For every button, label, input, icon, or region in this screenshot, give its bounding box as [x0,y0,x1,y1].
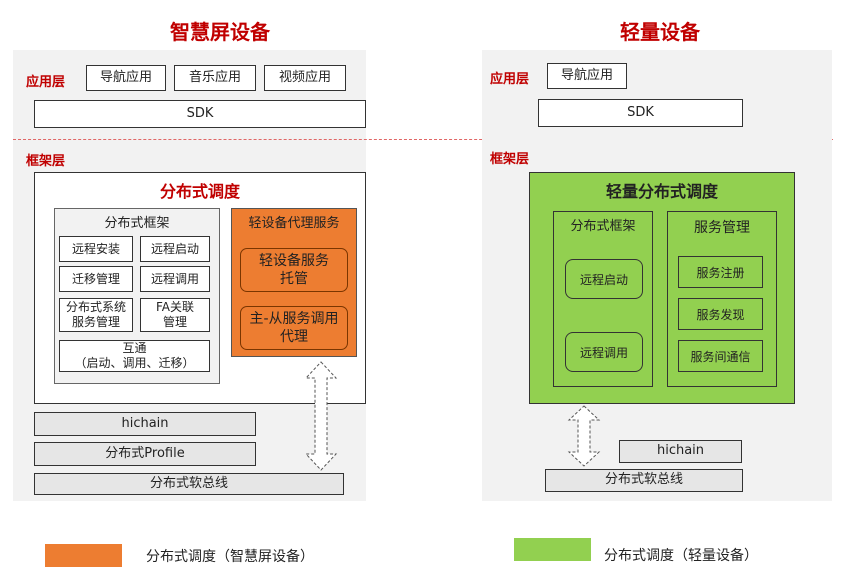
left-interop-line1: 互通 [122,341,147,355]
left-app-layer-label: 应用层 [26,75,66,90]
left-sdk: SDK [34,100,366,128]
left-hichain: hichain [34,412,256,436]
right-remote-start: 远程启动 [565,259,643,299]
left-proxy-hosting: 轻设备服务托管 [240,248,348,292]
right-remote-call: 远程调用 [565,332,643,372]
right-framework-title: 分布式框架 [570,219,636,234]
right-framework-box [553,211,653,387]
left-interop-line2: （启动、调用、迁移） [74,356,195,370]
right-double-arrow [567,405,601,467]
left-profile: 分布式Profile [34,442,256,466]
left-dist-sys-svc-mgmt: 分布式系统服务管理 [59,298,133,332]
right-softbus: 分布式软总线 [545,469,743,492]
left-interop: 互通 （启动、调用、迁移） [59,340,210,372]
right-service-register: 服务注册 [678,256,763,288]
left-app-video: 视频应用 [264,65,346,91]
left-title: 智慧屏设备 [170,20,270,44]
right-service-ipc: 服务间通信 [678,340,763,372]
legend-swatch-smartscreen [45,544,122,567]
right-scheduler-box [529,172,795,404]
right-app-nav: 导航应用 [547,63,627,89]
left-app-nav: 导航应用 [86,65,166,91]
left-app-music: 音乐应用 [174,65,256,91]
right-service-title: 服务管理 [694,220,750,236]
right-service-box [667,211,777,387]
right-title: 轻量设备 [620,20,700,44]
legend-label-lightweight: 分布式调度（轻量设备） [604,548,758,564]
left-proxy-call: 主-从服务调用代理 [240,306,348,350]
right-app-layer-label: 应用层 [490,72,530,87]
right-framework-label: 框架层 [490,152,530,167]
right-sdk: SDK [538,99,743,127]
left-proxy-title: 轻设备代理服务 [248,216,340,231]
left-scheduler-title: 分布式调度 [159,182,240,201]
right-service-discover: 服务发现 [678,298,763,330]
left-framework-title: 分布式框架 [104,216,170,231]
left-fa-assoc-mgmt: FA关联管理 [140,298,210,332]
right-hichain: hichain [619,440,742,463]
right-scheduler-title: 轻量分布式调度 [605,182,718,201]
left-framework-label: 框架层 [26,154,66,169]
left-migration-mgmt: 迁移管理 [59,266,133,292]
left-remote-call: 远程调用 [140,266,210,292]
left-proxy-box [231,208,357,357]
left-softbus: 分布式软总线 [34,473,344,495]
left-double-arrow [304,361,338,471]
left-remote-start: 远程启动 [140,236,210,262]
left-remote-install: 远程安装 [59,236,133,262]
legend-label-smartscreen: 分布式调度（智慧屏设备） [146,549,314,565]
legend-swatch-lightweight [514,538,591,561]
layer-divider [13,139,833,140]
